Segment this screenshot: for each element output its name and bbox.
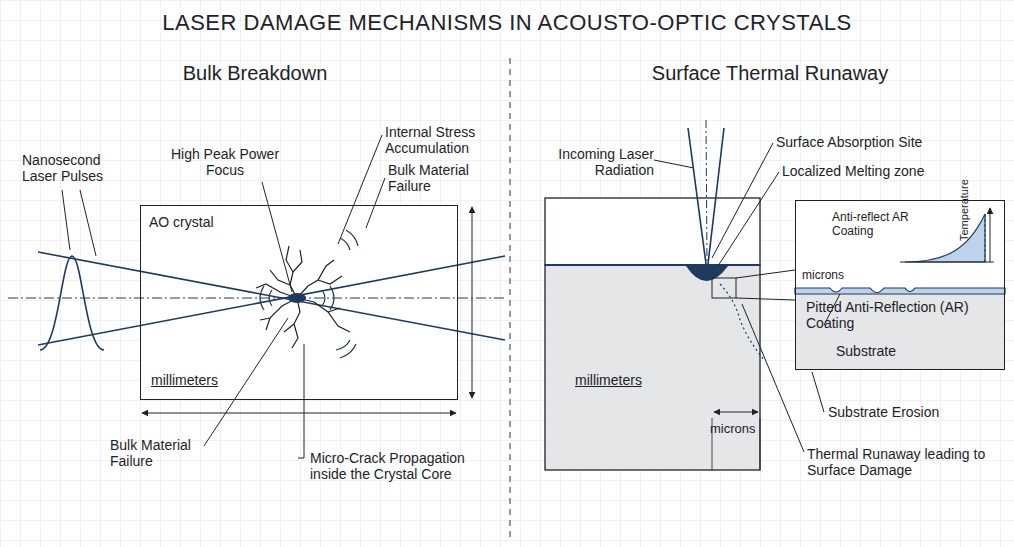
callout-label: Micro-Crack Propagation inside the Cryst…: [310, 450, 500, 482]
micro-cracks: [256, 246, 350, 348]
section-heading: Surface Thermal Runaway: [615, 62, 925, 85]
callout-label: Substrate Erosion: [828, 404, 988, 420]
title: LASER DAMAGE MECHANISMS IN ACOUSTO-OPTIC…: [0, 10, 1014, 35]
width-dimension: [142, 413, 456, 414]
callout-label: Incoming Laser Radiation: [552, 146, 654, 178]
melting-zone: [686, 266, 728, 281]
crystal-box: AO crystal millimeters: [140, 205, 458, 400]
section-heading: Bulk Breakdown: [140, 62, 370, 85]
callout-label: Bulk Material Failure: [110, 437, 210, 469]
callout-label: Nanosecond Laser Pulses: [22, 152, 117, 184]
node-heading: Anti-reflect AR Coating: [832, 211, 932, 239]
temperature-line: [985, 212, 986, 262]
callout-label: Thermal Runaway leading to Surface Damag…: [807, 446, 1007, 478]
callout-label: Bulk Material Failure: [388, 162, 493, 194]
surface-coating: [545, 264, 760, 266]
height-dimension: [472, 207, 473, 398]
node-heading: AO crystal: [149, 214, 269, 230]
extension-line: [760, 418, 761, 470]
inset-box: Anti-reflect AR CoatingTemperaturemicron…: [795, 200, 1005, 370]
micron-dimension: [714, 412, 758, 413]
temperature-axis: [990, 208, 991, 262]
inset-fill: [795, 200, 1005, 370]
node-text: Temperature: [958, 179, 971, 241]
focus-spot: [288, 293, 306, 303]
node-text: microns: [802, 269, 872, 283]
leader-lines: [654, 143, 840, 452]
optical-axis: [8, 298, 505, 299]
pulse-shape: [40, 256, 104, 350]
upper-slab: [545, 198, 760, 265]
callout-label: High Peak Power Focus: [170, 146, 280, 178]
node-text: millimeters: [151, 372, 261, 388]
time-axis: [900, 262, 994, 263]
substrate-block: [545, 265, 760, 470]
divider: [509, 58, 510, 540]
zoom-lines: [736, 270, 795, 300]
laser-beams: [38, 252, 505, 345]
node-text: Pitted Anti-Reflection (AR) Coating: [806, 299, 986, 331]
callout-label: Internal Stress Accumulation: [385, 124, 490, 156]
incoming-beam: [688, 120, 724, 264]
crystal-fill: [140, 205, 458, 400]
erosion-path: [720, 284, 764, 360]
inset-substrate: [795, 294, 1005, 370]
callout-label: Localized Melting zone: [782, 163, 982, 179]
dimension-label: microns: [710, 422, 770, 437]
leader-lines: [62, 135, 385, 458]
node-text: Substrate: [836, 343, 936, 359]
temperature-curve: [905, 214, 985, 262]
callout-label: Surface Absorption Site: [776, 134, 976, 150]
ar-coating-layer: [795, 288, 1005, 294]
scale-label: millimeters: [575, 372, 665, 388]
